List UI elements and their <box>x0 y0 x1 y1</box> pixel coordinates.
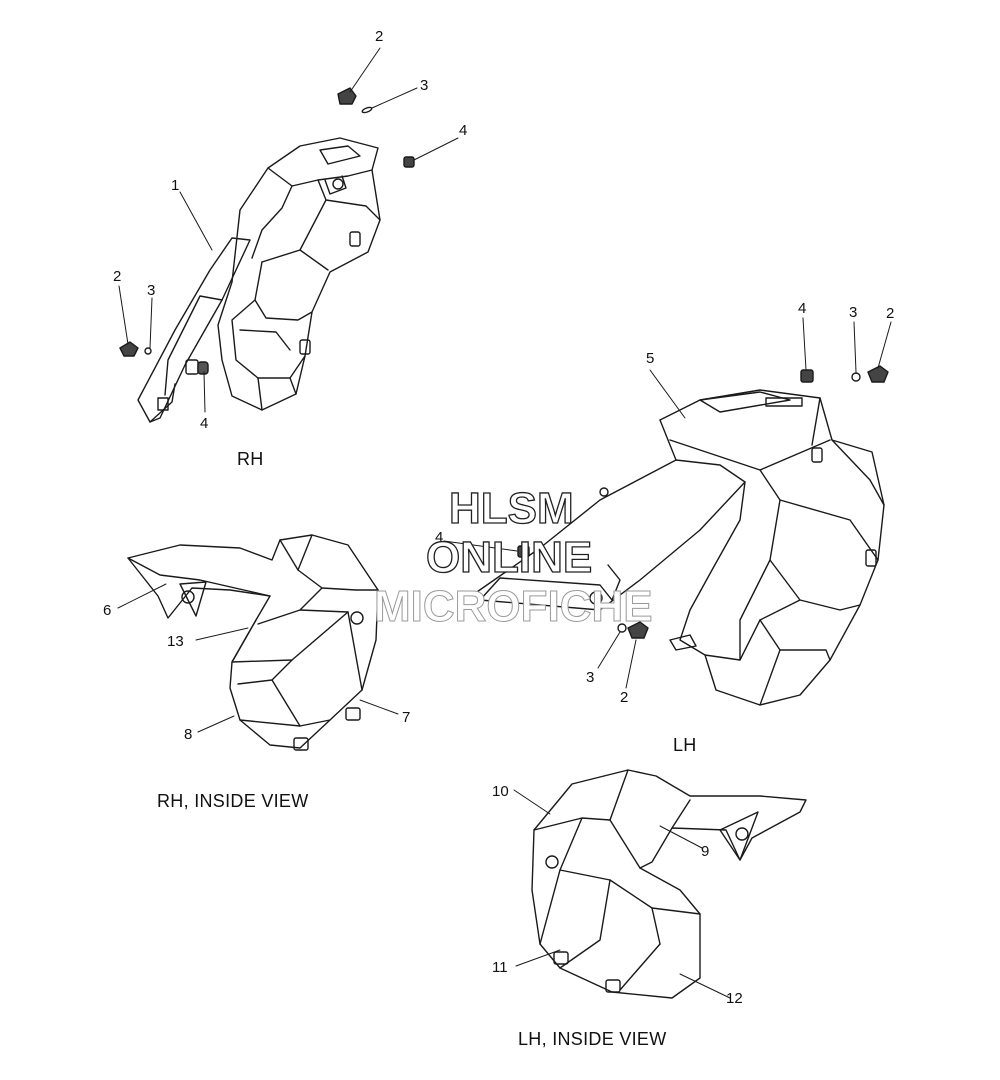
lh-side-panel-drawing <box>473 389 885 706</box>
callout-4: 4 <box>459 122 468 139</box>
callout-10: 10 <box>492 783 509 800</box>
rh-inside-leader-lines <box>117 583 399 733</box>
callout-4: 4 <box>435 529 444 546</box>
callout-2: 2 <box>375 28 384 45</box>
rh-fasteners <box>119 87 415 375</box>
watermark-line-3: MICROFICHE <box>374 582 654 632</box>
caption-rh-inside-view: RH, INSIDE VIEW <box>157 791 309 811</box>
lh-inside-view-drawing <box>531 769 807 999</box>
watermark-line-2: ONLINE <box>425 532 593 582</box>
caption-lh-inside-view: LH, INSIDE VIEW <box>518 1029 667 1049</box>
callout-2: 2 <box>620 689 629 706</box>
callout-8: 8 <box>184 726 193 743</box>
callout-2: 2 <box>886 305 895 322</box>
callout-11: 11 <box>492 959 508 976</box>
callout-1: 1 <box>171 177 180 194</box>
callout-6: 6 <box>103 602 112 619</box>
callout-9: 9 <box>701 843 710 860</box>
caption-rh: RH <box>237 449 264 469</box>
callout-5: 5 <box>646 350 655 367</box>
rh-inside-view-drawing <box>127 534 379 751</box>
callout-3: 3 <box>849 304 858 321</box>
callout-12: 12 <box>726 990 743 1007</box>
lh-leader-lines <box>443 317 892 689</box>
callout-2: 2 <box>113 268 122 285</box>
caption-lh: LH <box>673 735 697 755</box>
callout-3: 3 <box>147 282 156 299</box>
callout-3: 3 <box>586 669 595 686</box>
callout-3: 3 <box>420 77 429 94</box>
callout-4: 4 <box>200 415 209 432</box>
callout-13: 13 <box>167 633 184 650</box>
callout-7: 7 <box>402 709 411 726</box>
rh-side-panel-drawing <box>137 137 381 423</box>
rh-leader-lines <box>118 47 459 413</box>
callout-4: 4 <box>798 300 807 317</box>
lh-inside-leader-lines <box>513 789 731 999</box>
watermark-line-1: HLSM <box>448 483 574 533</box>
